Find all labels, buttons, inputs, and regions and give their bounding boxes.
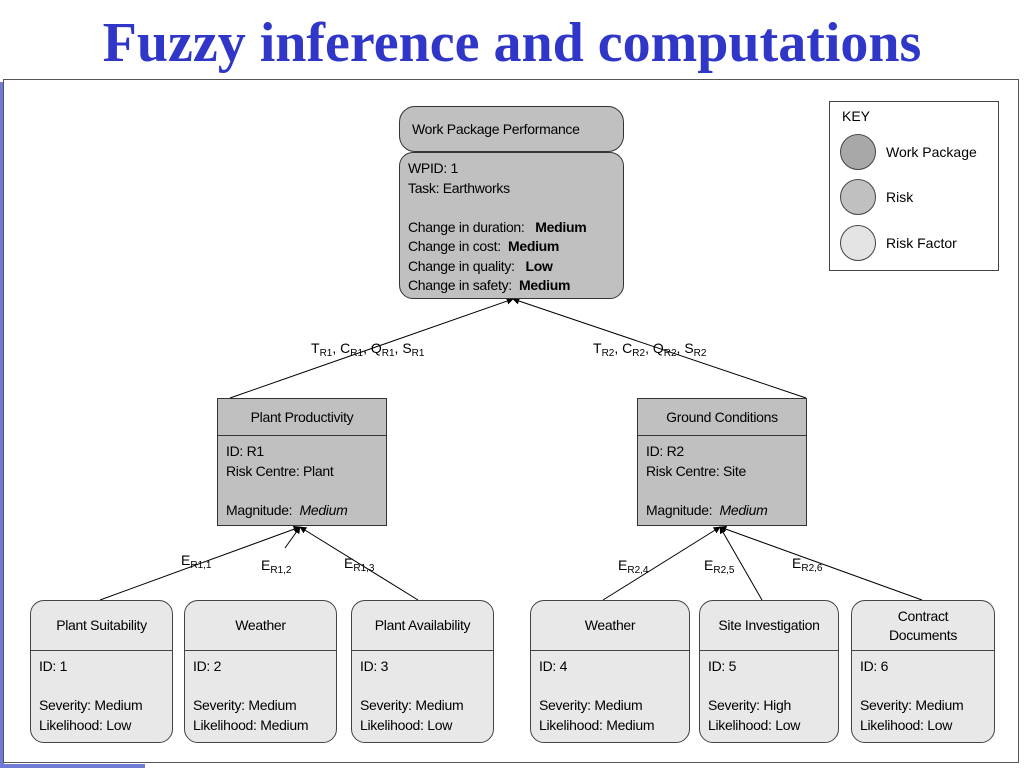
risk-factor-2-severity: Severity: Medium: [193, 697, 297, 713]
bottom-accent-bar: [0, 764, 145, 768]
risk-factor-5-id: ID: 5: [708, 658, 737, 674]
risk-factor-6-title: Contract Documents: [888, 608, 958, 643]
risk-factor-4: Weather ID: 4 Severity: Medium Likelihoo…: [530, 600, 690, 743]
change-duration-row: Change in duration: Medium: [408, 218, 587, 235]
factor-edge-label-4: ER2,4: [618, 557, 649, 576]
risk-r1-title-box: Plant Productivity: [217, 398, 387, 436]
risk-factor-2-title: Weather: [185, 601, 336, 651]
legend-item-risk: Risk: [840, 179, 913, 215]
risk-factor-2-likelihood: Likelihood: Medium: [193, 716, 309, 733]
wpid: WPID: 1: [408, 160, 459, 176]
risk-edge-label-r2: TR2, CR2, QR2, SR2: [593, 340, 707, 359]
risk-factor-2-id: ID: 2: [193, 658, 222, 674]
risk-factor-5-likelihood: Likelihood: Low: [708, 716, 801, 733]
legend-item-risk-factor: Risk Factor: [840, 225, 957, 261]
work-package-title-box: Work Package Performance: [399, 106, 624, 152]
factor-edge-label-5: ER2,5: [704, 557, 735, 576]
risk-swatch-icon: [840, 179, 876, 215]
edge-f3-r1: [299, 526, 419, 601]
factor-edge-label-2: ER1,2: [261, 557, 292, 576]
risk-factor-3-severity: Severity: Medium: [360, 697, 464, 713]
risk-factor-swatch-icon: [840, 225, 876, 261]
edge-f6-r2: [719, 525, 923, 601]
risk-factor-5-title: Site Investigation: [700, 601, 838, 651]
left-accent-bar: [0, 82, 4, 768]
legend-label-risk-factor: Risk Factor: [886, 235, 957, 251]
risk-factor-1-title: Plant Suitability: [31, 601, 172, 651]
legend-label-risk: Risk: [886, 189, 914, 205]
legend-title: KEY: [842, 108, 871, 124]
risk-factor-3-title: Plant Availability: [352, 601, 493, 651]
risk-r1-details: ID: R1 Risk Centre: Plant Magnitude: Med…: [217, 436, 387, 526]
risk-r2-details: ID: R2 Risk Centre: Site Magnitude: Medi…: [637, 436, 807, 526]
edge-r2-wp: [512, 297, 807, 399]
risk-r1-centre: Risk Centre: Plant: [226, 462, 334, 479]
risk-factor-1-id: ID: 1: [39, 658, 68, 674]
risk-factor-1-likelihood: Likelihood: Low: [39, 716, 132, 733]
edge-f5-r2: [719, 526, 763, 601]
risk-factor-5-severity: Severity: High: [708, 697, 791, 713]
risk-factor-4-severity: Severity: Medium: [539, 697, 643, 713]
edge-f2-r1: [284, 526, 301, 549]
factor-edge-label-3: ER1,3: [344, 555, 375, 574]
work-package-title: Work Package Performance: [412, 121, 580, 137]
change-quality-row: Change in quality: Low: [408, 257, 553, 274]
risk-r2-centre: Risk Centre: Site: [646, 462, 746, 479]
work-package-swatch-icon: [840, 134, 876, 170]
risk-factor-1-severity: Severity: Medium: [39, 697, 143, 713]
risk-r2-title-box: Ground Conditions: [637, 398, 807, 436]
change-safety-row: Change in safety: Medium: [408, 277, 571, 293]
risk-edge-label-r1: TR1, CR1, QR1, SR1: [311, 340, 425, 359]
risk-factor-3: Plant Availability ID: 3 Severity: Mediu…: [351, 600, 494, 743]
risk-factor-3-id: ID: 3: [360, 658, 389, 674]
risk-factor-4-id: ID: 4: [539, 658, 568, 674]
edge-r1-wp: [229, 297, 514, 399]
slide-title: Fuzzy inference and computations: [102, 12, 922, 74]
risk-r2-magnitude: Magnitude: Medium: [646, 501, 768, 518]
risk-factor-1: Plant Suitability ID: 1 Severity: Medium…: [30, 600, 173, 743]
task: Task: Earthworks: [408, 179, 510, 196]
risk-r2-id: ID: R2: [646, 443, 684, 459]
edge-f4-r2: [602, 526, 721, 601]
risk-factor-4-likelihood: Likelihood: Medium: [539, 716, 655, 733]
risk-factor-6: Contract Documents ID: 6 Severity: Mediu…: [851, 600, 995, 743]
work-package-details: WPID: 1 Task: Earthworks Change in durat…: [399, 152, 624, 299]
risk-r1-id: ID: R1: [226, 443, 264, 459]
risk-factor-4-title: Weather: [531, 601, 689, 651]
legend-item-work-package: Work Package: [840, 134, 977, 170]
factor-edge-label-6: ER2,6: [792, 555, 823, 574]
risk-factor-3-likelihood: Likelihood: Low: [360, 716, 453, 733]
diagram-frame: [3, 79, 1019, 763]
legend-label-work-package: Work Package: [886, 144, 977, 160]
risk-factor-2: Weather ID: 2 Severity: Medium Likelihoo…: [184, 600, 337, 743]
risk-r2-title: Ground Conditions: [666, 409, 778, 425]
legend-key: KEY Work Package Risk Risk Factor: [829, 101, 999, 271]
change-cost-row: Change in cost: Medium: [408, 238, 560, 254]
risk-r1-title: Plant Productivity: [250, 409, 354, 425]
risk-factor-6-id: ID: 6: [860, 658, 889, 674]
factor-edge-label-1: ER1,1: [181, 552, 212, 571]
risk-factor-6-severity: Severity: Medium: [860, 697, 964, 713]
risk-factor-6-likelihood: Likelihood: Low: [860, 716, 953, 733]
risk-r1-magnitude: Magnitude: Medium: [226, 501, 348, 518]
edge-f1-r1: [99, 525, 301, 601]
risk-factor-5: Site Investigation ID: 5 Severity: High …: [699, 600, 839, 743]
